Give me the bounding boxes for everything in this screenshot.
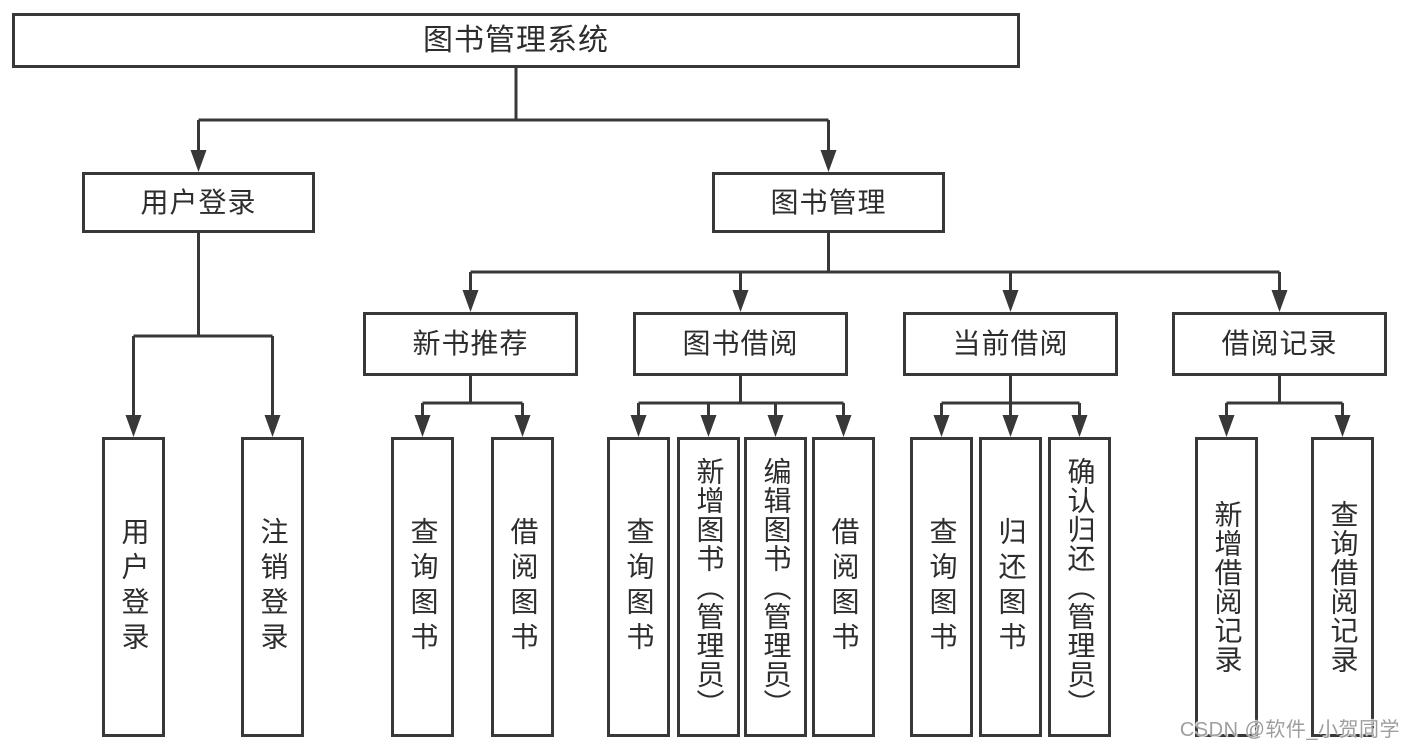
- connector-line: [940, 376, 1081, 419]
- arrowhead: [190, 150, 207, 172]
- connector-root-to-level2: [190, 68, 837, 172]
- leaf-recommend-borrow-book: 借阅图书: [491, 437, 554, 737]
- connector-line: [469, 233, 1281, 294]
- arrowhead: [1271, 290, 1288, 312]
- arrowhead: [1002, 415, 1019, 437]
- node-root-library-management-system: 图书管理系统: [12, 13, 1020, 68]
- connector-user-login-children: [125, 233, 281, 437]
- connector-line: [637, 376, 845, 419]
- arrowhead: [414, 415, 431, 437]
- csdn-watermark: CSDN @软件_小贺同学: [1179, 719, 1400, 741]
- connector-current-borrow-children: [933, 376, 1088, 437]
- arrowhead: [700, 415, 717, 437]
- leaf-user-login: 用户登录: [102, 437, 165, 737]
- leaf-borrow-query-book: 查询图书: [607, 437, 670, 737]
- arrowhead: [125, 415, 142, 437]
- leaf-edit-book-admin: 编辑图书（管理员）: [744, 437, 807, 737]
- connector-line: [421, 376, 524, 419]
- arrowhead: [767, 415, 784, 437]
- arrowhead: [1071, 415, 1088, 437]
- leaf-query-borrow-record: 查询借阅记录: [1311, 437, 1374, 737]
- arrowhead: [630, 415, 647, 437]
- node-current-borrow: 当前借阅: [903, 312, 1118, 376]
- arrowhead: [835, 415, 852, 437]
- arrowhead: [264, 415, 281, 437]
- leaf-add-borrow-record: 新增借阅记录: [1195, 437, 1258, 737]
- arrowhead: [1002, 290, 1019, 312]
- leaf-borrow-book: 借阅图书: [812, 437, 875, 737]
- leaf-confirm-return-admin: 确认归还（管理员）: [1048, 437, 1111, 737]
- arrowhead: [462, 290, 479, 312]
- arrowhead: [820, 150, 837, 172]
- node-new-book-recommend: 新书推荐: [363, 312, 578, 376]
- leaf-current-query-book: 查询图书: [910, 437, 973, 737]
- leaf-return-book: 归还图书: [979, 437, 1042, 737]
- leaf-add-book-admin: 新增图书（管理员）: [677, 437, 740, 737]
- leaf-logout-login: 注销登录: [241, 437, 304, 737]
- node-book-borrow: 图书借阅: [633, 312, 848, 376]
- connector-line: [197, 68, 830, 154]
- leaf-recommend-query-book: 查询图书: [391, 437, 454, 737]
- arrowhead: [933, 415, 950, 437]
- connector-borrow-records-children: [1218, 376, 1351, 437]
- arrowhead: [514, 415, 531, 437]
- connector-book-borrow-children: [630, 376, 852, 437]
- arrowhead: [1218, 415, 1235, 437]
- connector-new-book-recommend-children: [414, 376, 531, 437]
- connector-book-management-children: [462, 233, 1288, 312]
- connector-line: [132, 233, 274, 419]
- node-borrow-records: 借阅记录: [1172, 312, 1387, 376]
- arrowhead: [1334, 415, 1351, 437]
- connector-line: [1225, 376, 1344, 419]
- arrowhead: [732, 290, 749, 312]
- node-book-management: 图书管理: [712, 172, 945, 233]
- node-user-login: 用户登录: [82, 172, 315, 233]
